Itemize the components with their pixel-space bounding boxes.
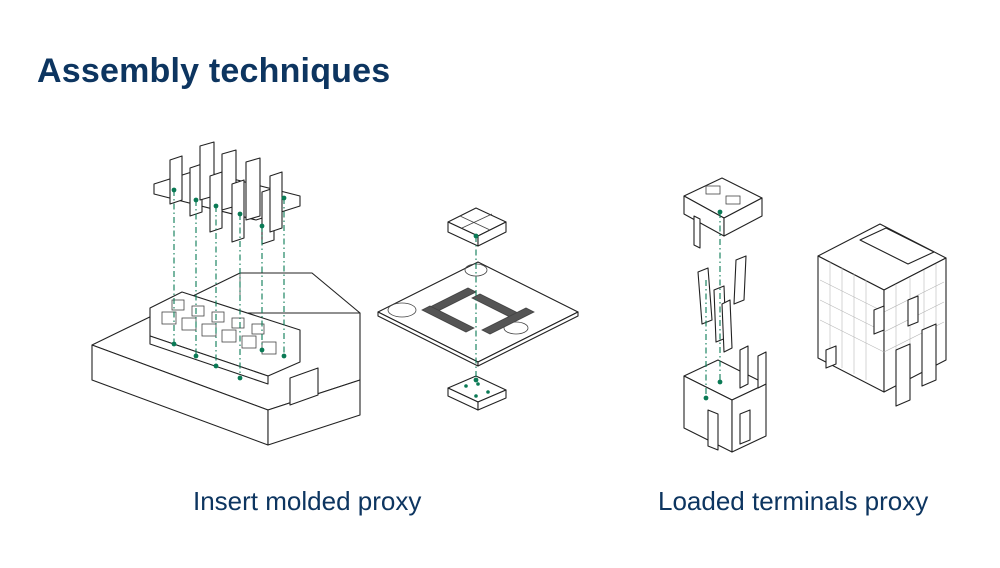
terminal-pins-drawing <box>153 141 301 245</box>
loaded-terminals-assembled-drawing <box>817 223 947 407</box>
caption-loaded-terminals-proxy: Loaded terminals proxy <box>658 486 929 516</box>
caption-insert-molded-proxy: Insert molded proxy <box>193 486 422 516</box>
plate-assembly-drawing <box>377 207 579 411</box>
alignment-lines-left <box>171 187 287 381</box>
slide-title: Assembly techniques <box>37 52 391 90</box>
mold-block-drawing <box>91 272 361 446</box>
loaded-terminals-exploded-drawing <box>683 177 767 453</box>
